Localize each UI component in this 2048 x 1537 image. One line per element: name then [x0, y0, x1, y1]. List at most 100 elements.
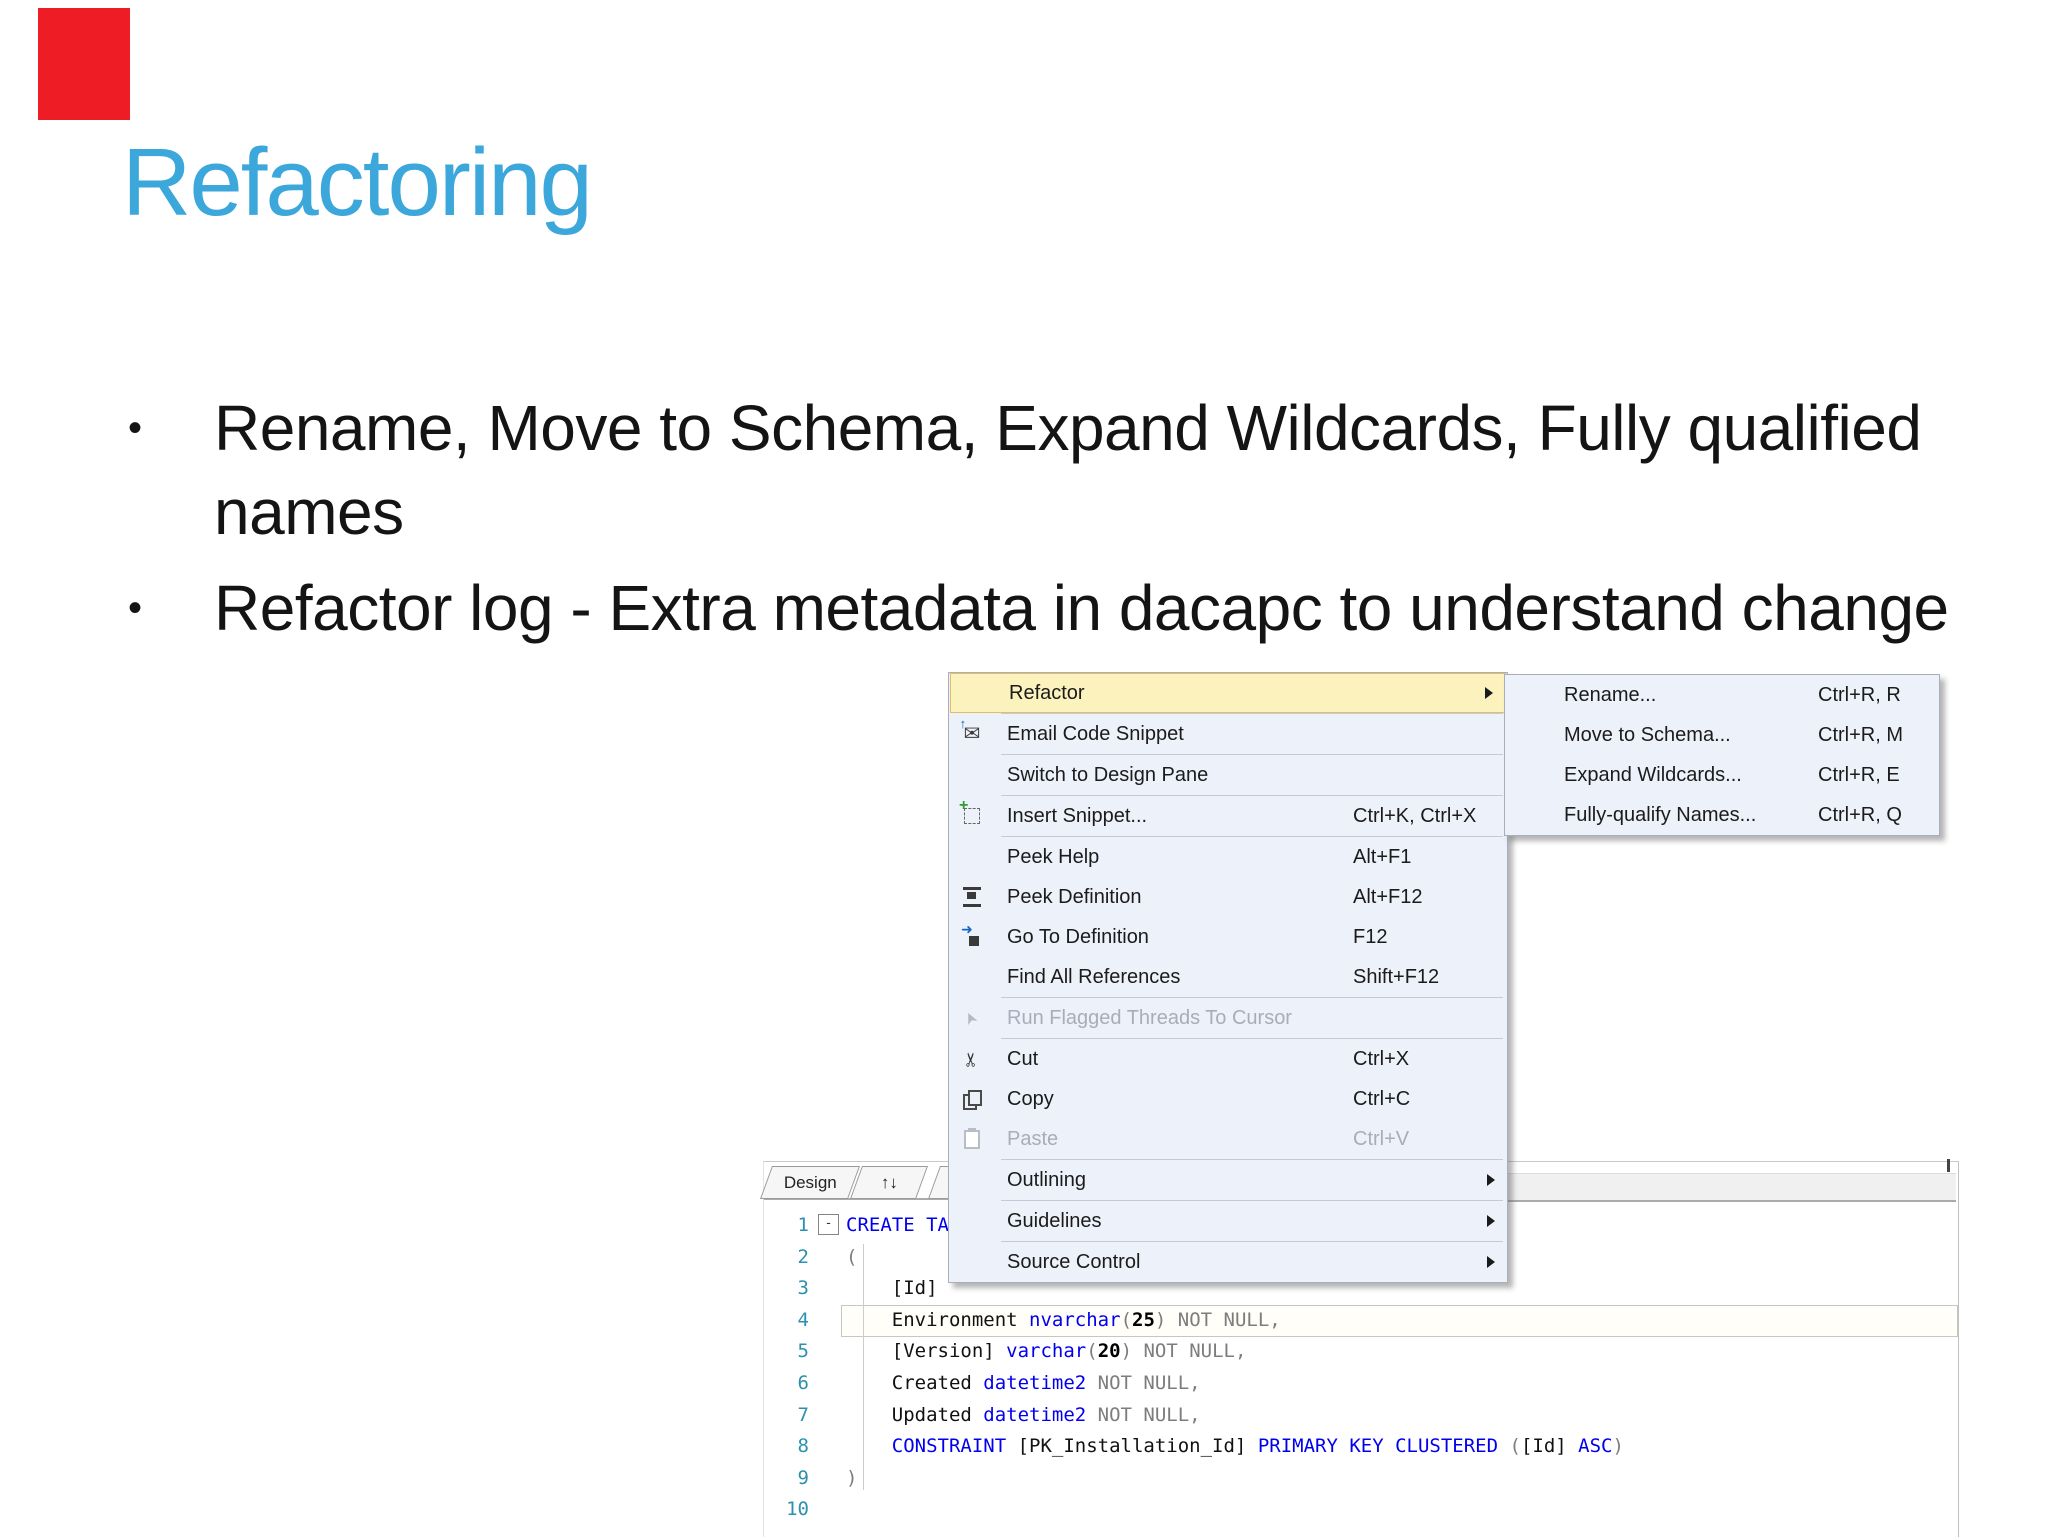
line-number: 4 — [797, 1308, 809, 1331]
cursor-icon: ➤ — [961, 1008, 983, 1028]
menu-item-shortcut: Ctrl+R, M — [1818, 723, 1903, 746]
indent-guide — [863, 1244, 864, 1490]
menu-item-insert-snippet[interactable]: Insert Snippet... Ctrl+K, Ctrl+X — [949, 796, 1507, 836]
menu-item-expand-wildcards[interactable]: Expand Wildcards...Ctrl+R, E — [1505, 755, 1939, 795]
menu-item-shortcut: Ctrl+V — [1353, 1127, 1410, 1150]
menu-item-label: Move to Schema... — [1564, 723, 1731, 746]
menu-item-label: Refactor — [1009, 681, 1085, 704]
menu-item-label: Insert Snippet... — [1007, 804, 1148, 827]
code-line-7[interactable]: 7 Updated datetime2 NOT NULL, — [764, 1400, 1958, 1431]
menu-item-rename[interactable]: Rename... Ctrl+R, R — [1505, 675, 1939, 715]
menu-item-run-flagged-threads-to-cursor: ➤ Run Flagged Threads To Cursor — [949, 998, 1507, 1038]
bullet-text: Refactor log - Extra metadata in dacapc … — [214, 572, 1949, 644]
menu-separator — [1001, 836, 1503, 837]
code-line-9[interactable]: 9) — [764, 1463, 1958, 1494]
menu-separator — [1001, 795, 1503, 796]
tab-sort-toggle[interactable]: ↑↓ — [849, 1166, 929, 1199]
menu-separator — [1001, 1038, 1503, 1039]
menu-item-label: Fully-qualify Names... — [1564, 803, 1757, 826]
menu-separator — [1001, 997, 1503, 998]
cut-icon: ✂ — [961, 1051, 983, 1067]
menu-item-move-to-schema[interactable]: Move to Schema... Ctrl+R, M — [1505, 715, 1939, 755]
editor-top-band — [1508, 1173, 1956, 1202]
line-number: 6 — [797, 1372, 809, 1394]
code-text: CONSTRAINT [PK_Installation_Id] PRIMARY … — [891, 1435, 1624, 1458]
menu-separator — [1001, 713, 1503, 714]
code-line-4[interactable]: 4 Environment nvarchar(25) NOT NULL, — [764, 1305, 1958, 1336]
menu-item-fully-qualify-names[interactable]: Fully-qualify Names... Ctrl+R, Q — [1505, 795, 1939, 835]
line-number: 1 — [797, 1214, 809, 1236]
line-number: 3 — [797, 1277, 809, 1300]
code-line-5[interactable]: 5 [Version] varchar(20) NOT NULL, — [764, 1336, 1958, 1367]
menu-item-label: Rename... — [1564, 683, 1657, 706]
menu-item-shortcut: Ctrl+R, R — [1818, 683, 1901, 706]
menu-item-go-to-definition[interactable]: Go To Definition F12 — [949, 917, 1507, 957]
menu-item-label: Copy — [1007, 1087, 1054, 1110]
menu-item-source-control[interactable]: Source Control — [949, 1242, 1507, 1282]
menu-item-label: Switch to Design Pane — [1007, 763, 1209, 786]
line-number: 5 — [797, 1340, 809, 1363]
menu-item-shortcut: Shift+F12 — [1353, 965, 1440, 988]
menu-item-label: Go To Definition — [1007, 925, 1149, 948]
paste-icon — [964, 1127, 980, 1149]
menu-item-label: Cut — [1007, 1047, 1039, 1070]
menu-item-label: Find All References — [1007, 965, 1181, 988]
code-text: Environment nvarchar(25) NOT NULL, — [891, 1308, 1281, 1331]
menu-separator — [1001, 1241, 1503, 1242]
menu-item-label: Peek Help — [1007, 845, 1100, 868]
code-text: [Id] — [891, 1277, 938, 1300]
email-icon: ✉ — [960, 714, 981, 744]
menu-item-email-code-snippet[interactable]: ✉ Email Code Snippet — [949, 714, 1507, 754]
scrollbar-tick — [1947, 1159, 1950, 1172]
code-text: Updated datetime2 NOT NULL, — [891, 1403, 1201, 1426]
code-text: ( — [846, 1245, 858, 1268]
line-number: 10 — [786, 1498, 809, 1521]
menu-item-switch-to-design-pane[interactable]: Switch to Design Pane — [949, 755, 1507, 795]
bullet-glyph: • — [128, 406, 143, 450]
bullet-item: • Rename, Move to Schema, Expand Wildcar… — [118, 386, 1974, 554]
code-text: [Version] varchar(20) NOT NULL, — [891, 1340, 1247, 1363]
code-line-3[interactable]: 3 [Id] — [764, 1273, 1958, 1304]
menu-item-label: Run Flagged Threads To Cursor — [1007, 1006, 1292, 1029]
bullet-glyph: • — [128, 586, 143, 630]
menu-item-shortcut: Ctrl+X — [1353, 1047, 1410, 1070]
code-line-6[interactable]: 6 Created datetime2 NOT NULL, — [764, 1368, 1958, 1399]
menu-item-shortcut: F12 — [1353, 925, 1388, 948]
line-number: 8 — [797, 1435, 809, 1458]
menu-item-paste: Paste Ctrl+V — [949, 1119, 1507, 1159]
code-fold-icon[interactable]: - — [818, 1214, 839, 1235]
menu-separator — [1001, 1159, 1503, 1160]
menu-item-outlining[interactable]: Outlining — [949, 1160, 1507, 1200]
snippet-icon — [959, 797, 980, 824]
menu-item-peek-definition[interactable]: Peek Definition Alt+F12 — [949, 877, 1507, 917]
bullet-item: • Refactor log - Extra metadata in dacap… — [118, 566, 1974, 650]
line-number: 2 — [797, 1245, 809, 1268]
submenu-arrow-icon — [1487, 1174, 1495, 1186]
menu-item-label: Guidelines — [1007, 1209, 1102, 1232]
menu-item-refactor[interactable]: Refactor — [950, 673, 1506, 713]
slide-title: Refactoring — [122, 129, 593, 236]
menu-item-label: Source Control — [1007, 1250, 1141, 1273]
code-line-10[interactable]: 10 — [764, 1494, 1958, 1525]
menu-item-shortcut: Alt+F12 — [1353, 885, 1423, 908]
code-text: Created datetime2 NOT NULL, — [891, 1372, 1201, 1394]
menu-item-find-all-references[interactable]: Find All References Shift+F12 — [949, 957, 1507, 997]
menu-separator — [1001, 754, 1503, 755]
menu-item-guidelines[interactable]: Guidelines — [949, 1201, 1507, 1241]
peekdef-icon — [963, 887, 981, 907]
menu-item-label: Peek Definition — [1007, 885, 1142, 908]
tab-design[interactable]: Design — [759, 1166, 861, 1199]
menu-item-shortcut: Ctrl+R, Q — [1818, 803, 1902, 826]
code-line-2[interactable]: 2( — [764, 1242, 1958, 1273]
code-line-8[interactable]: 8 CONSTRAINT [PK_Installation_Id] PRIMAR… — [764, 1431, 1958, 1462]
menu-item-cut[interactable]: ✂ Cut Ctrl+X — [949, 1039, 1507, 1079]
menu-item-shortcut: Ctrl+K, Ctrl+X — [1353, 804, 1477, 827]
menu-item-shortcut: Ctrl+R, E — [1818, 763, 1900, 786]
menu-item-label: Paste — [1007, 1127, 1059, 1150]
line-number: 7 — [797, 1403, 809, 1426]
menu-item-label: Email Code Snippet — [1007, 722, 1184, 745]
